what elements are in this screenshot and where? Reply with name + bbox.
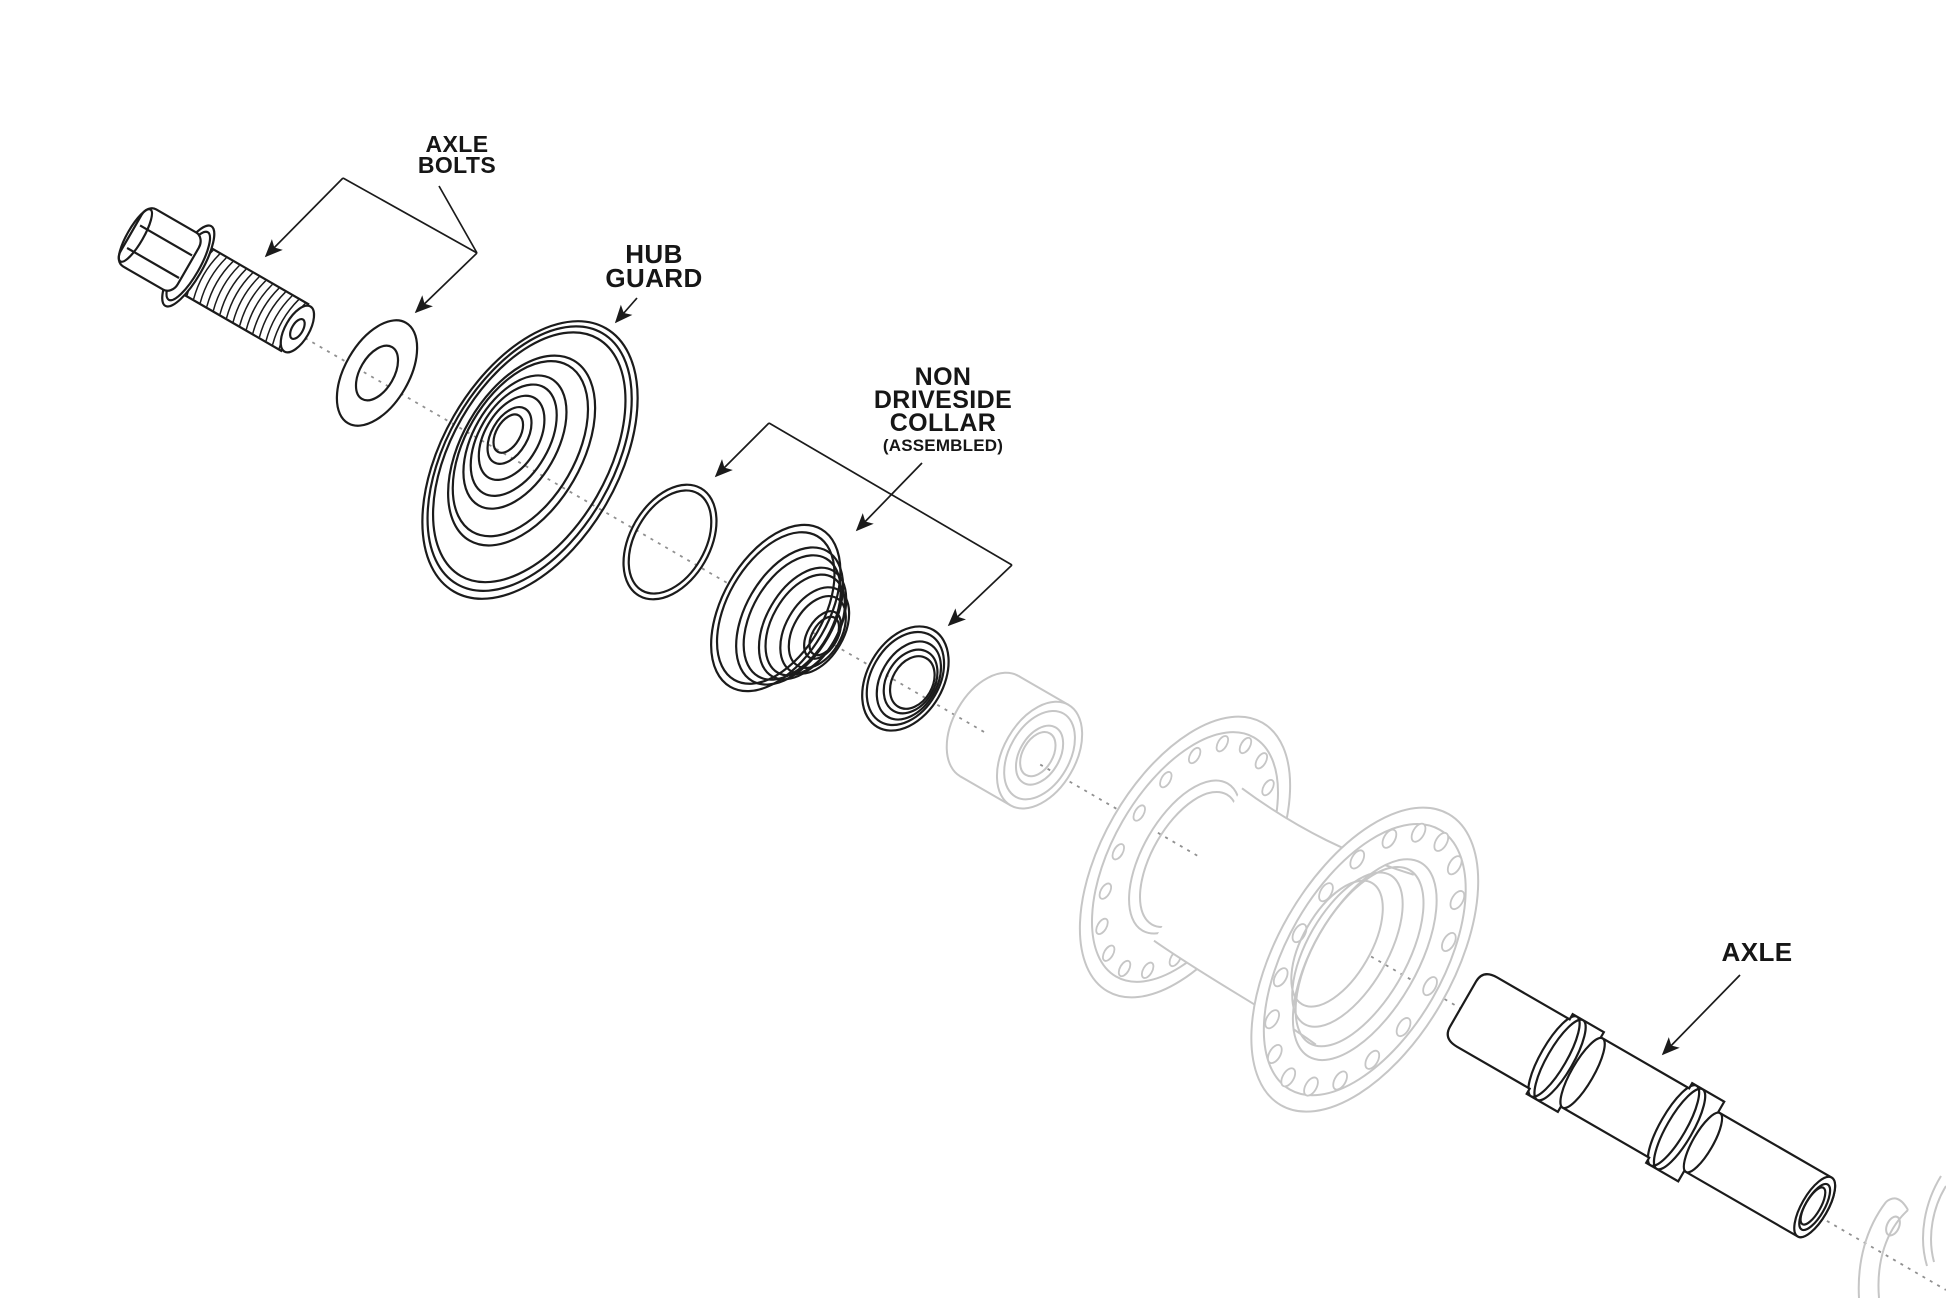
leader-axle-bolts-to-washer [414, 252, 478, 314]
part-o-ring [622, 483, 718, 601]
part-cartridge-bearing [945, 671, 1084, 810]
label-hub-guard-line2: GUARD [605, 262, 703, 293]
label-axle-bolts-line1: AXLE [425, 131, 489, 157]
leader-collar-to-oring [714, 422, 770, 478]
part-non-driveside-collar [710, 523, 851, 693]
leader-collar-to-collar [855, 462, 923, 532]
label-axle-bolts: AXLE BOLTS [417, 131, 497, 179]
leader-hub-guard [614, 297, 638, 324]
leader-axle-bolts-to-bolt [264, 177, 344, 258]
part-axle-bolt [117, 207, 316, 354]
part-axle-bolt-washer [335, 319, 419, 427]
label-ndc-line1: NON [914, 363, 972, 391]
leader-lines [264, 177, 1741, 1056]
leader-collar-to-cone [947, 564, 1013, 627]
part-axle [1446, 973, 1837, 1239]
part-driveside-hardware [1857, 1175, 1946, 1298]
label-axle: AXLE [1721, 937, 1793, 967]
label-hub-guard-line1: HUB [625, 239, 683, 269]
part-hub-guard [421, 320, 639, 600]
label-ndc-note: (ASSEMBLED) [882, 436, 1004, 455]
label-axle-bolts-line2: BOLTS [417, 152, 497, 179]
spoke-holes-right [1264, 822, 1466, 1097]
label-hub-guard: HUB GUARD [605, 239, 703, 293]
part-hub-shell [1078, 715, 1480, 1113]
leader-axle-bolts-bracket [342, 177, 478, 254]
label-axle-line1: AXLE [1721, 937, 1793, 967]
leader-axle [1661, 974, 1741, 1056]
leader-collar-bracket [768, 422, 1013, 566]
label-ndc-line2: DRIVESIDE [873, 386, 1013, 414]
part-bearing-cone [861, 625, 950, 732]
label-ndc-line3: COLLAR [889, 409, 997, 437]
label-non-driveside-collar: NON DRIVESIDE COLLAR (ASSEMBLED) [873, 363, 1013, 455]
center-axis-line [304, 337, 1946, 1291]
